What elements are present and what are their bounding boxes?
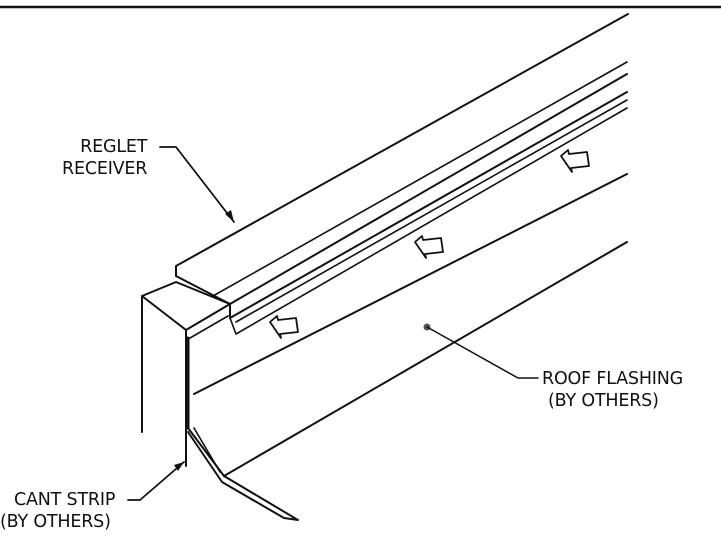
roof-flashing-label: ROOF FLASHING (BY OTHERS) (542, 368, 683, 412)
wall-block (141, 281, 231, 467)
roof-flashing (186, 173, 628, 521)
roof-flashing-label-line-2: (BY OTHERS) (548, 391, 659, 411)
leader-lines (127, 146, 539, 501)
arrow-icon (560, 149, 590, 173)
cant-strip-label: CANT STRIP (BY OTHERS) (0, 489, 115, 533)
reglet-receiver-label-line-2: RECEIVER (62, 159, 148, 179)
reglet-receiver (175, 13, 629, 335)
arrow-icon (269, 315, 299, 339)
direction-arrows (269, 149, 590, 339)
reglet-receiver-label-line-1: REGLET (80, 137, 148, 157)
arrow-icon (414, 235, 444, 259)
cant-strip-label-line-1: CANT STRIP (14, 490, 116, 510)
roof-flashing-label-line-1: ROOF FLASHING (542, 369, 684, 389)
reglet-receiver-label: REGLET RECEIVER (62, 136, 148, 180)
cant-strip-label-line-2: (BY OTHERS) (0, 512, 111, 532)
